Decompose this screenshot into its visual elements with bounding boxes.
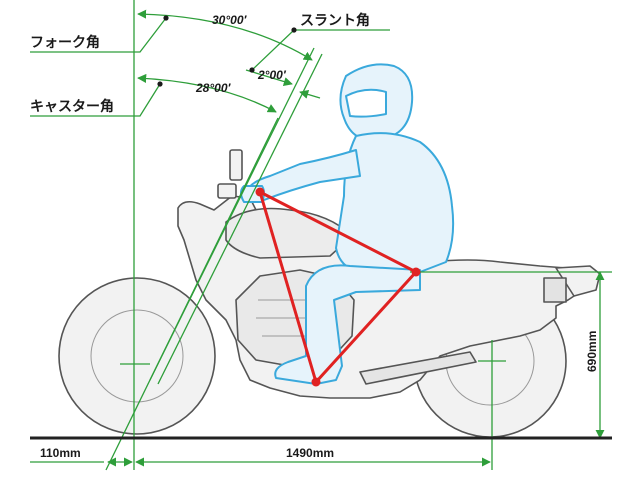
rider-leg (274, 264, 421, 385)
slant-angle-value: 2°00′ (257, 68, 287, 82)
wheelbase-label: 1490mm (286, 446, 334, 460)
ergonomic-triangle (255, 187, 421, 387)
rider-figure (240, 63, 455, 385)
fuel-tank (225, 207, 353, 259)
caster-angle-leader (30, 83, 161, 117)
motorcycle-silhouette (58, 149, 601, 438)
slant-angle-label: スラント角 (300, 12, 370, 28)
fork-angle-leader (30, 17, 167, 53)
trail-label: 110mm (40, 446, 81, 460)
fork-line-2 (157, 53, 323, 385)
slant-angle-leader (251, 29, 390, 71)
leader-dots (157, 15, 297, 87)
fork-angle-value: 30°00′ (212, 13, 247, 27)
geometry-guides (30, 0, 612, 471)
footpeg-point (311, 377, 321, 387)
front-wheel (58, 277, 216, 435)
caster-angle-arc (137, 73, 277, 113)
fork-angle-arc (137, 9, 313, 61)
fork-line-1 (149, 47, 315, 381)
exhaust (359, 351, 477, 385)
rider-torso (335, 132, 455, 273)
caster-angle-label: キャスター角 (30, 98, 114, 114)
caster-angle-value: 28°00′ (195, 81, 231, 95)
slant-angle-arc (245, 69, 293, 86)
seat-height-label: 690mm (585, 331, 599, 372)
fork-angle-label: フォーク角 (30, 34, 100, 50)
seat-point (411, 267, 421, 277)
handlebar-point (255, 187, 265, 197)
